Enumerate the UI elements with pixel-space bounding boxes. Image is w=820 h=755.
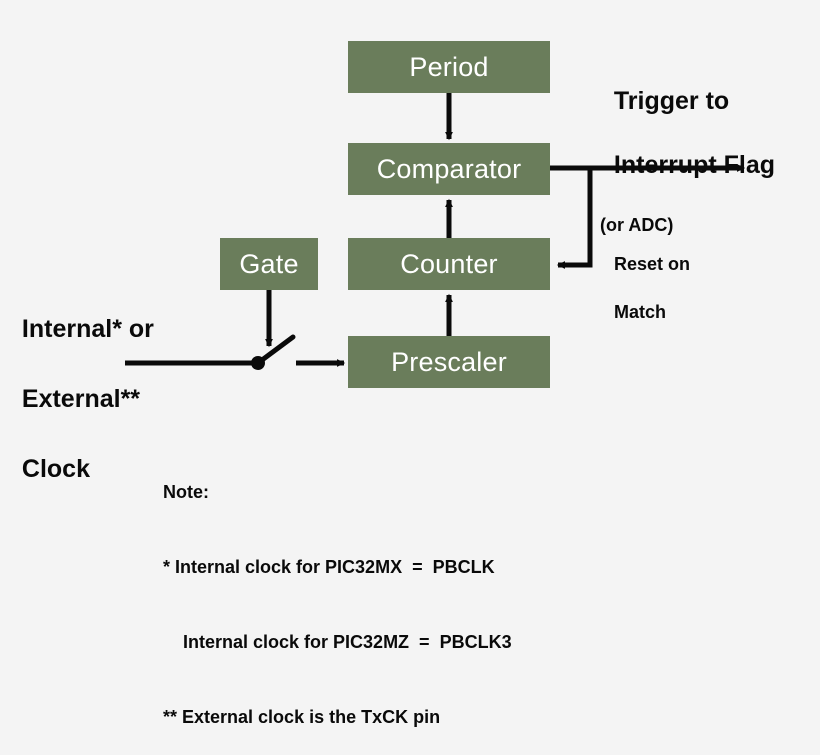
trigger-output-label: Trigger to Interrupt Flag (or ADC) xyxy=(600,53,775,269)
trigger-output-line2: Interrupt Flag xyxy=(613,151,776,179)
diagram-wiring xyxy=(125,93,746,370)
footnote-heading: Note: xyxy=(163,482,209,502)
block-comparator-label: Comparator xyxy=(376,153,522,184)
block-period-label: Period xyxy=(409,51,489,82)
reset-on-match-line1: Reset on xyxy=(614,254,691,274)
clock-input-line2: External** xyxy=(21,385,141,413)
block-gate[interactable]: Gate xyxy=(220,238,318,290)
block-prescaler[interactable]: Prescaler xyxy=(348,336,550,388)
block-counter-label: Counter xyxy=(400,248,498,279)
switch-pivot xyxy=(251,356,265,370)
footnote-line-1: * Internal clock for PIC32MX = PBCLK xyxy=(163,557,495,577)
wire-reset-feedback xyxy=(556,168,593,269)
footnote-line-3: ** External clock is the TxCK pin xyxy=(163,707,441,727)
block-counter[interactable]: Counter xyxy=(348,238,550,290)
switch-blade xyxy=(255,334,296,366)
block-period[interactable]: Period xyxy=(348,41,550,93)
trigger-output-line1: Trigger to xyxy=(613,87,730,115)
clock-input-label: Internal* or External** Clock xyxy=(8,277,154,487)
clock-input-line1: Internal* or xyxy=(21,315,154,343)
reset-on-match-label: Reset on Match xyxy=(604,228,690,324)
footnote-line-2: Internal clock for PIC32MZ = PBCLK3 xyxy=(183,632,512,652)
block-comparator[interactable]: Comparator xyxy=(348,143,550,195)
block-prescaler-label: Prescaler xyxy=(391,346,507,377)
block-gate-label: Gate xyxy=(239,248,299,279)
reset-on-match-line2: Match xyxy=(614,302,667,322)
trigger-output-sublabel: (or ADC) xyxy=(600,215,674,235)
clock-input-line3: Clock xyxy=(21,455,90,483)
